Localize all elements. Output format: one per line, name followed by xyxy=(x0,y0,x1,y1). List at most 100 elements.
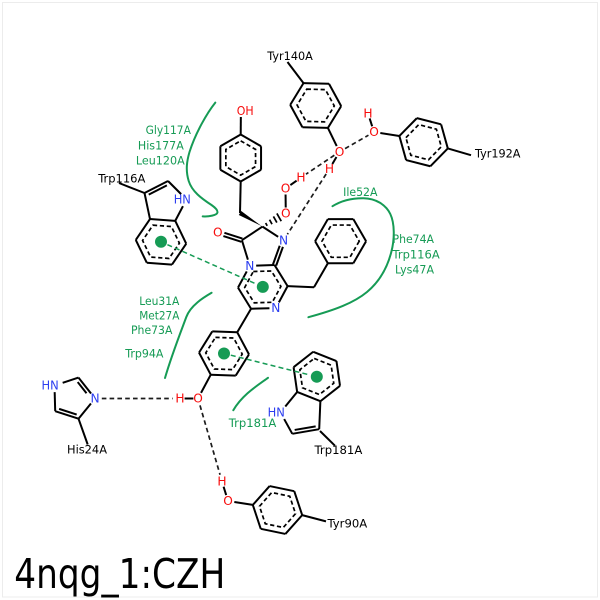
atom-h-phenolB: H xyxy=(175,392,184,406)
contact-arc-trp181a xyxy=(232,376,269,412)
atom-o-tyr192a: O xyxy=(369,125,379,139)
his24a-c2-n3-inner xyxy=(76,381,88,394)
tyr140a-ring-edge0 xyxy=(303,82,330,85)
tyr90a-ring-aromatic xyxy=(258,491,297,529)
tyr192a-ring-edge4 xyxy=(405,159,431,168)
atom-o1-peroxy: O xyxy=(281,207,291,221)
atom-o-carbonyl: O xyxy=(213,226,223,240)
atom-o-phenolB: O xyxy=(193,392,203,406)
atom-hn-trp181a: HN xyxy=(268,406,285,420)
bond-ch2-c2-wedge xyxy=(238,211,262,226)
trp181a-n1-c2 xyxy=(283,418,294,435)
ligand-hydroxybenzyl-ring-edge2 xyxy=(240,168,262,183)
atom-h-tyr90a: H xyxy=(217,475,226,489)
bond-c3-n4 xyxy=(240,239,249,260)
bond-c2-o1-hash xyxy=(268,219,273,225)
ligand-hydroxybenzyl-ring-edge5 xyxy=(219,133,242,148)
tyr192a-label-bond xyxy=(447,147,472,157)
trp116a-c2-n1 xyxy=(167,180,182,195)
tyr192a-ring-edge2 xyxy=(440,124,449,149)
hbond-peroxyH-tyr140aO xyxy=(305,154,335,175)
trp116a-n1-c7a xyxy=(174,205,184,222)
trp116a-benzo-ring-edge5 xyxy=(134,218,151,241)
bond-o2-h xyxy=(289,179,298,186)
ligand-pyrazine-ring-edge1 xyxy=(273,264,289,287)
trp116a-benzo-ring-edge1 xyxy=(174,220,188,245)
bond-c2-o1-hash xyxy=(272,216,278,223)
tyr140a-label-bond xyxy=(286,61,305,84)
trp181a-benzo-ring-edge0 xyxy=(312,350,337,362)
label-gly117a: Gly117A xyxy=(146,123,191,137)
ligand-hydroxybenzyl-ring-aromatic xyxy=(224,139,257,177)
his24a-c4-c5-outer xyxy=(54,410,79,420)
label-ile52a: Ile52A xyxy=(343,185,377,199)
his24a-c5-n1 xyxy=(53,392,57,412)
trp181a-benzo-ring-edge1 xyxy=(335,360,341,386)
trp116a-label-bond xyxy=(118,182,145,194)
trp116a-benzo-ring-edge2 xyxy=(171,243,188,266)
trp116a-benzo-ring-edge0 xyxy=(149,218,176,222)
contact-arc-gly117a xyxy=(185,101,219,218)
label-his177a: His177A xyxy=(138,139,184,153)
tyr140a-ring-o xyxy=(327,127,338,147)
tyr192a-ring-edge3 xyxy=(429,147,449,167)
trp181a-label-bond xyxy=(319,430,336,447)
tyr140a-ring-aromatic xyxy=(296,88,336,123)
label-leu31a: Leu31A xyxy=(139,294,179,308)
ligand-hydroxyphenyl-ring-aromatic xyxy=(204,336,244,371)
bond-ringB-o xyxy=(200,374,212,394)
ligand-benzyl-ring-edge3 xyxy=(314,218,329,242)
his24a-label-bond xyxy=(77,418,89,445)
atom-hn-trp116a: HN xyxy=(174,193,191,207)
ligand-hydroxyphenyl-ring-edge4 xyxy=(198,352,212,376)
atom-oh-ringA: OH xyxy=(237,104,254,118)
trp181a-benzo-ring-edge2 xyxy=(319,384,341,403)
bond-c3-o-a xyxy=(224,231,243,240)
tyr90a-ring-edge1 xyxy=(269,485,295,493)
hbond-tyr140aH-n1 xyxy=(286,173,327,235)
atom-hn-his24a: HN xyxy=(41,379,58,393)
atom-h-tyr140a: H xyxy=(325,162,334,176)
ligand-benzyl-ring-edge5 xyxy=(352,218,367,242)
atom-n1-ligand: N xyxy=(279,234,288,248)
ligand-benzyl-ring-aromatic xyxy=(321,224,361,259)
trp181a-c2-c3-inner xyxy=(294,425,316,431)
bond-c2-o1-hash xyxy=(276,212,282,222)
ligand-hydroxyphenyl-ring-edge2 xyxy=(234,353,250,377)
tyr90a-ring-edge2 xyxy=(293,490,304,516)
contact-arc-leu31a xyxy=(164,291,213,379)
atom-h-peroxy: H xyxy=(296,171,305,185)
tyr192a-ring-o xyxy=(380,132,400,137)
label-phe73a: Phe73A xyxy=(131,323,172,337)
tyr192a-ring-edge1 xyxy=(416,117,442,126)
ligand-hydroxybenzyl-ring-edge3 xyxy=(219,168,242,183)
bond-c8-ch2 xyxy=(287,285,315,289)
bond-c3-o-b xyxy=(223,235,242,243)
label-phe74a: Phe74A xyxy=(393,232,435,246)
label-met27a: Met27A xyxy=(139,309,179,323)
trp116a-benzo-ring-edge3 xyxy=(146,261,173,266)
contact-dot-trp116a xyxy=(155,235,167,248)
atom-n3-his24a: N xyxy=(90,392,99,406)
label-leu120a: Leu120A xyxy=(136,154,185,168)
label-trp181a-green: Trp181A xyxy=(228,416,277,430)
his24a-c4-c5-inner xyxy=(58,407,77,416)
bond-c2-n1 xyxy=(261,225,279,238)
ligand-benzyl-ring-edge2 xyxy=(314,240,329,264)
contact-arc-ile52a xyxy=(307,197,395,319)
bond-ch2-ringC xyxy=(313,262,329,288)
tyr90a-label-bond xyxy=(301,514,327,523)
his24a-n1-c2 xyxy=(62,376,79,384)
ligand-pyrazine-ring-aromatic xyxy=(243,270,282,304)
trp181a-benzo-ring-edge4 xyxy=(292,367,299,393)
his24a-c2-n3-outer xyxy=(77,376,92,395)
ligand-hydroxyphenyl-ring-edge1 xyxy=(236,331,250,355)
tyr90a-ring-o xyxy=(234,501,253,506)
trp181a-benzo-ring-edge3 xyxy=(296,391,321,403)
ligand-pyrazine-ring-edge3 xyxy=(251,307,270,310)
tyr140a-o-h xyxy=(331,156,338,165)
bond-n1-c8a-a xyxy=(272,245,281,265)
contact-phenyl-trp181a xyxy=(230,354,311,376)
